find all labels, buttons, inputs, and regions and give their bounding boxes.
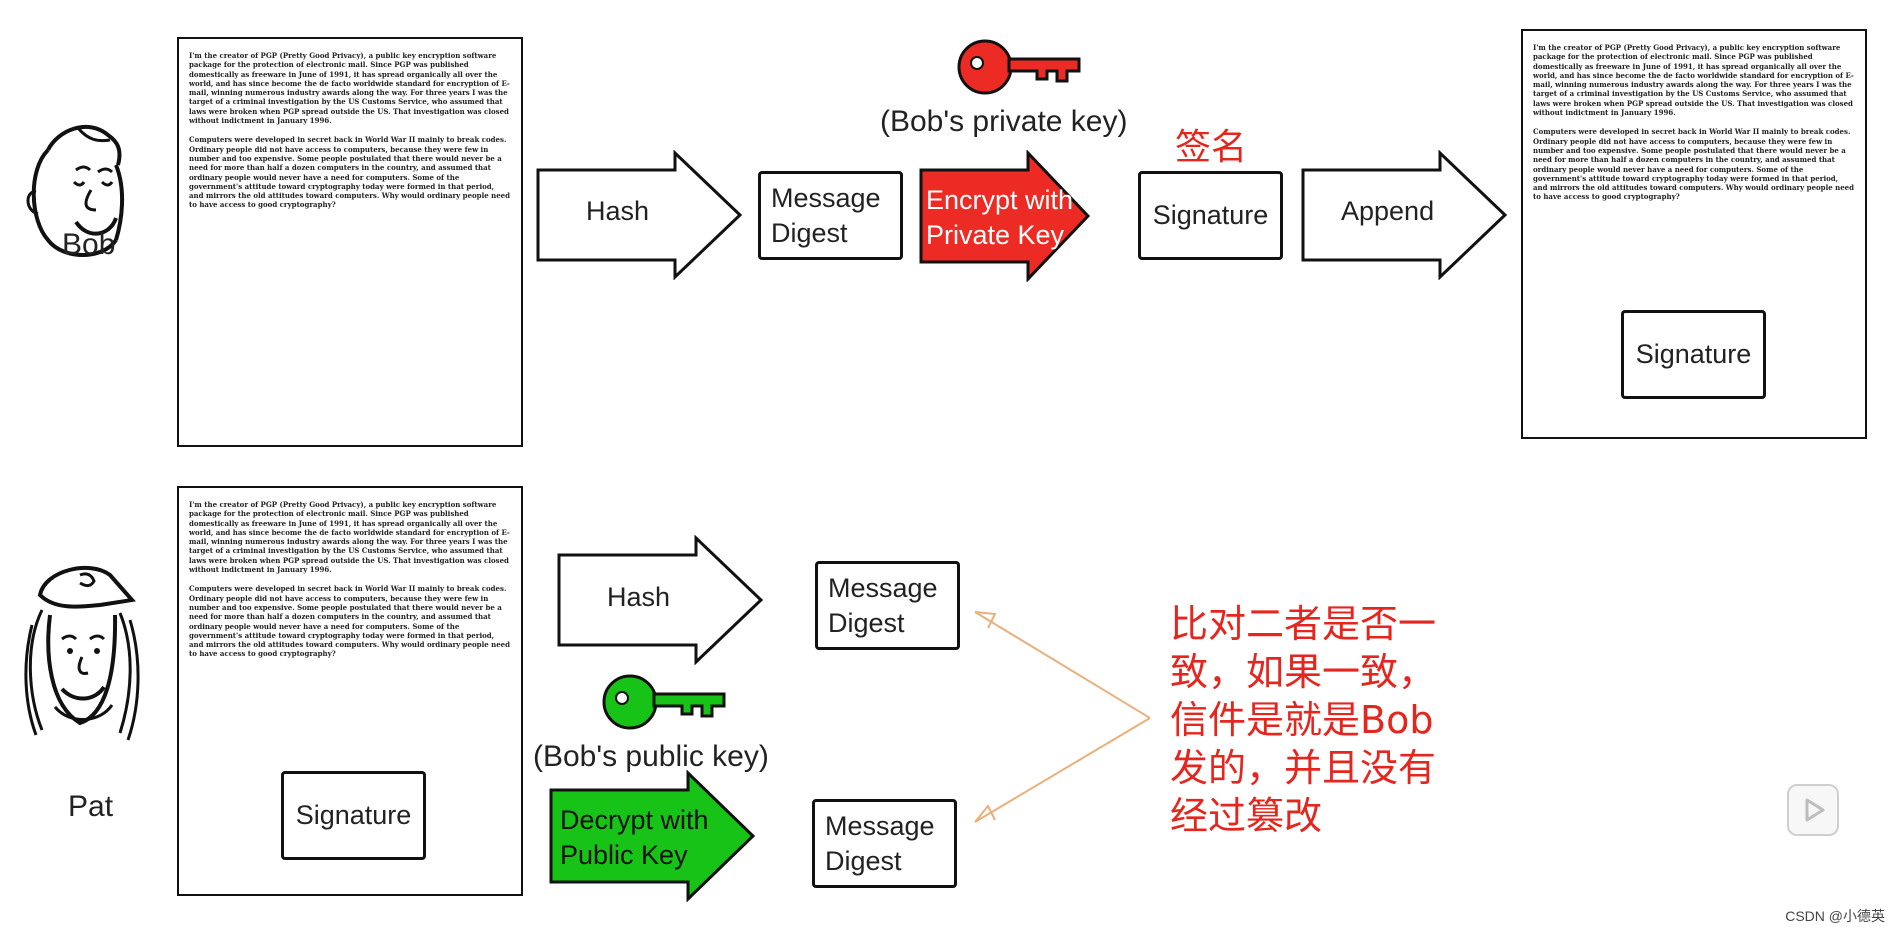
verify-hash-arrow	[557, 535, 764, 665]
digest-line: Message	[771, 182, 881, 213]
video-play-button[interactable]	[1787, 784, 1839, 836]
bob-face-icon	[26, 124, 125, 257]
digest-line: Digest	[828, 607, 905, 638]
signed-document: I'm the creator of PGP (Pretty Good Priv…	[1521, 29, 1867, 439]
annotation-line: 信件是就是Bob	[1170, 698, 1434, 742]
comparison-annotation: 比对二者是否一 致，如果一致， 信件是就是Bob 发的，并且没有 经过篡改	[1170, 600, 1436, 840]
bob-label: Bob	[62, 228, 116, 261]
hash-arrow	[536, 150, 743, 280]
annotation-line: 经过篡改	[1170, 794, 1323, 838]
digest-line: Digest	[825, 845, 902, 876]
decrypt-line: Decrypt with	[560, 805, 709, 835]
encrypt-arrow	[919, 150, 1091, 282]
document-paragraph: I'm the creator of PGP (Pretty Good Priv…	[189, 51, 510, 126]
public-key-label: (Bob's public key)	[533, 740, 769, 773]
annotation-line: 比对二者是否一	[1170, 602, 1437, 646]
pat-label: Pat	[68, 790, 114, 823]
document-paragraph: Computers were developed in secret back …	[1533, 127, 1855, 202]
signature-box: Signature	[1138, 171, 1283, 260]
document-paragraph: I'm the creator of PGP (Pretty Good Priv…	[189, 500, 510, 575]
decrypt-line: Public Key	[560, 840, 688, 870]
decrypt-arrow	[549, 770, 756, 902]
original-document: I'm the creator of PGP (Pretty Good Priv…	[177, 37, 523, 447]
attached-signature-box: Signature	[1621, 310, 1766, 399]
annotation-line: 致，如果一致，	[1170, 650, 1437, 694]
digest-line: Message	[828, 572, 938, 603]
play-icon	[1805, 798, 1825, 822]
append-label: Append	[1341, 196, 1435, 226]
watermark: CSDN @小德英	[1785, 908, 1885, 924]
append-arrow	[1301, 150, 1508, 280]
received-document: I'm the creator of PGP (Pretty Good Priv…	[177, 486, 523, 896]
encrypt-line: Encrypt with	[926, 185, 1074, 215]
document-paragraph: Computers were developed in secret back …	[189, 584, 511, 659]
document-paragraph: Computers were developed in secret back …	[189, 135, 511, 210]
verify-hash-label: Hash	[607, 582, 671, 612]
compare-arrows	[974, 611, 1151, 823]
document-paragraph: I'm the creator of PGP (Pretty Good Priv…	[1533, 43, 1854, 118]
encrypt-line: Private Key	[926, 220, 1065, 250]
received-signature-box: Signature	[281, 771, 426, 860]
hash-label: Hash	[586, 196, 650, 226]
pat-face-icon	[24, 565, 140, 741]
digest-line: Message	[825, 810, 935, 841]
annotation-line: 发的，并且没有	[1170, 746, 1437, 790]
public-key-icon	[602, 674, 726, 730]
private-key-label: (Bob's private key)	[880, 105, 1128, 138]
sign-annotation: 签名	[1175, 127, 1248, 168]
private-key-icon	[957, 39, 1081, 95]
digest-line: Digest	[771, 217, 848, 248]
